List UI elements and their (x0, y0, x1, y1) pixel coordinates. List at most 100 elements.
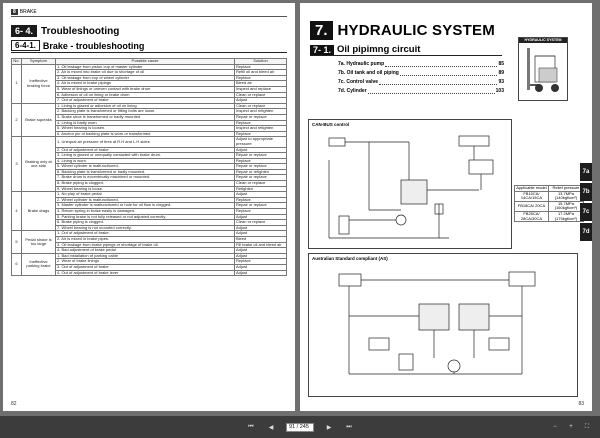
toc-leader (385, 60, 498, 67)
left-page: 8 BRAKE 6- 4. Troubleshooting 6-4-1. Bra… (3, 3, 295, 411)
row-number: 6 (11, 252, 22, 277)
fullscreen-icon[interactable]: ⛶ (584, 423, 590, 430)
page-number: 82 (11, 401, 17, 407)
can-bus-diagram: CAN-BUS control (308, 119, 512, 249)
table-cell: FB18CA/ 20CA (514, 200, 549, 212)
chapter-heading: 7. HYDRAULIC SYSTEM (310, 21, 592, 40)
solution-cell: Repair or replace (234, 113, 287, 121)
solution-cell: Adjust to appropriate pressure (234, 136, 287, 148)
page-header: 8 BRAKE (11, 7, 287, 17)
solution-cell: Replace (234, 74, 287, 82)
toc-leader (399, 69, 498, 76)
next-page-icon[interactable]: ▶ (326, 424, 332, 431)
solution-cell: Adjust (234, 269, 287, 277)
table-row: 6. Adhesion of oil on lining or brake dr… (12, 91, 287, 99)
table-row: 2. Air is mixed into brake oil due to sh… (12, 69, 287, 76)
solution-cell: Inspect and replace (234, 86, 287, 93)
viewer-toolbar: ⏮ ◀ ▶ ⏭ − + ⛶ (0, 416, 600, 438)
table-cell: 13.7MPa (140kgf/cm²) (547, 190, 585, 202)
solution-cell: Adjust (234, 97, 287, 104)
forklift-illustration: HYDRAULIC SYSTEM (518, 37, 568, 101)
first-page-icon[interactable]: ⏮ (248, 423, 254, 430)
toc-label: 7b. Oil tank and oil piping (338, 70, 399, 76)
toc-item[interactable]: 7c. Control valve 93 (338, 78, 504, 87)
solution-cell: Clean or replace (234, 102, 287, 110)
symptom-cell: Brake drags (21, 191, 56, 232)
toc-item[interactable]: 7b. Oil tank and oil piping 89 (338, 69, 504, 78)
right-page: 7. HYDRAULIC SYSTEM 7- 1. Oil pipimng ci… (300, 3, 592, 411)
illustration-label: HYDRAULIC SYSTEM (519, 38, 567, 43)
subsection-title: Oil pipimng circuit (337, 44, 421, 55)
toc-page: 93 (498, 79, 504, 85)
table-cell: FB10CA/ 14CA/15CA (514, 190, 549, 202)
symptom-cell: Braking only at one side (21, 136, 56, 193)
solution-cell: Bleed air (234, 80, 287, 87)
cause-cell: 1. Unequal air pressure of tires at R.H … (55, 136, 235, 148)
last-page-icon[interactable]: ⏭ (346, 423, 352, 430)
row-number: 2 (11, 102, 22, 138)
table-row: 3. Oil leakage from cup of wheel cylinde… (12, 74, 287, 82)
subsection-title: Brake - troubleshooting (42, 40, 145, 51)
toc-leader (379, 78, 498, 85)
subsection-heading: 7- 1. Oil pipimng circuit (310, 44, 502, 56)
header-label: BRAKE (19, 8, 37, 15)
chapter-title: HYDRAULIC SYSTEM (337, 22, 495, 39)
toc-label: 7c. Control valve (338, 79, 379, 85)
solution-cell: Replace (234, 63, 287, 71)
as-compliant-diagram: Australian Standard compliant (AS) (308, 253, 578, 397)
row-number: 1 (11, 63, 22, 104)
header-number: 8 (11, 8, 18, 15)
toc-page: 85 (498, 61, 504, 67)
symptom-cell: Pedal stroke is too large (21, 230, 56, 254)
table-row: 5. Wear of linings or uneven contact wit… (12, 86, 287, 93)
section-heading: 6- 4. Troubleshooting (11, 25, 287, 37)
tab-7c[interactable]: 7c (580, 203, 592, 221)
toc-page: 89 (498, 70, 504, 76)
solution-cell: Clean or replace (234, 91, 287, 99)
table-row: 3. Brake shoe is transformed or badly mo… (12, 113, 287, 121)
row-number: 5 (11, 230, 22, 254)
zoom-out-icon[interactable]: − (553, 424, 557, 430)
toc-leader (367, 87, 495, 94)
row-number: 3 (11, 136, 22, 193)
solution-cell: Adjust (234, 252, 287, 260)
chapter-number: 7. (310, 21, 333, 40)
toc-item[interactable]: 7d. Cylinder 103 (338, 87, 504, 96)
solution-cell: Replace (234, 119, 287, 127)
section-number: 6- 4. (11, 25, 38, 37)
toc-label: 7d. Cylinder (338, 88, 367, 94)
solution-cell: Refill oil and bleed air (234, 69, 287, 76)
tab-7a[interactable]: 7a (580, 163, 592, 181)
prev-page-icon[interactable]: ◀ (268, 424, 274, 431)
solution-cell: Replace (234, 258, 287, 265)
hydraulic-circuit-icon (328, 135, 494, 239)
forklift-icon (527, 48, 559, 92)
table-cell: FB25CA/ 28CA/30CA (514, 210, 549, 223)
row-number: 4 (11, 191, 22, 232)
solution-cell: Inspect and retighten (234, 108, 287, 115)
zoom-in-icon[interactable]: + (569, 424, 573, 430)
subsection-number: 7- 1. (310, 44, 335, 55)
cause-cell: 4. Out of adjustment of brake lever (55, 269, 235, 277)
tab-7b[interactable]: 7b (580, 183, 592, 201)
toc-page: 103 (495, 88, 504, 94)
symptom-cell: Ineffective parking brake (21, 252, 56, 277)
page-indicator (286, 422, 314, 432)
hydraulic-circuit-icon (338, 271, 536, 375)
page-input[interactable] (286, 422, 314, 432)
symptom-cell: Brake squeaks (21, 102, 56, 138)
tab-7d[interactable]: 7d (580, 223, 592, 241)
diagram-caption: Australian Standard compliant (AS) (312, 256, 388, 261)
